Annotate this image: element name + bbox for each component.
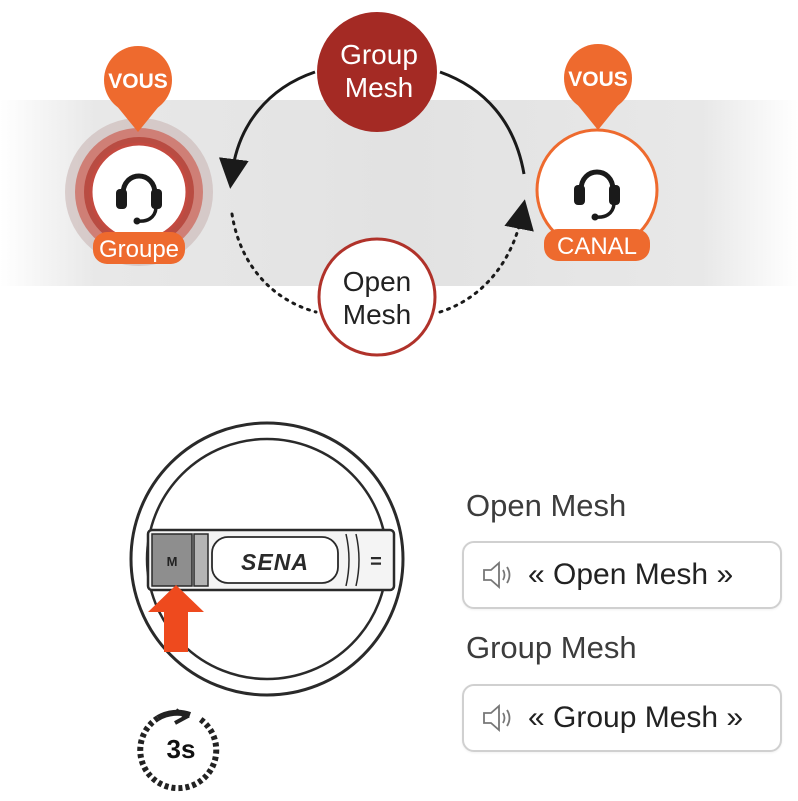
open-mesh-line1: Open — [343, 266, 412, 297]
left-rider-node: Groupe — [65, 118, 213, 266]
right-node-tag: CANAL — [557, 233, 637, 260]
speaker-icon — [483, 561, 511, 589]
group-mesh-arrow-right — [439, 70, 526, 175]
headset-icon — [116, 173, 162, 225]
mesh-button-label: M — [167, 554, 178, 569]
open-mesh-dotted-left — [230, 212, 318, 314]
open-mesh-node: Open Mesh — [317, 237, 437, 357]
group-mesh-voice-prompt: « Group Mesh » — [462, 684, 782, 752]
left-node-tag: Groupe — [99, 236, 179, 263]
group-mesh-node: Group Mesh — [317, 12, 437, 132]
group-mesh-line1: Group — [340, 39, 418, 70]
right-location-pin: VOUS — [564, 44, 632, 130]
open-mesh-prompt-text: « Open Mesh » — [528, 558, 734, 591]
left-pin-label: VOUS — [108, 70, 168, 93]
right-pin-label: VOUS — [568, 68, 628, 91]
hold-time-label: 3s — [167, 734, 196, 764]
intercom-device: M SENA = — [129, 421, 405, 697]
group-mesh-prompt-text: « Group Mesh » — [528, 701, 744, 734]
group-mesh-line2: Mesh — [345, 72, 413, 103]
menu-button-label: = — [370, 551, 382, 573]
right-rider-node: CANAL — [535, 128, 659, 261]
left-location-pin: VOUS — [104, 46, 172, 132]
group-mesh-arrow-left — [218, 70, 316, 189]
open-mesh-voice-prompt: « Open Mesh » — [462, 541, 782, 609]
group-mesh-heading: Group Mesh — [466, 630, 637, 665]
open-mesh-heading: Open Mesh — [466, 488, 627, 523]
brand-logo-text: SENA — [241, 549, 309, 575]
speaker-icon — [483, 704, 511, 732]
open-mesh-dotted-right — [438, 199, 534, 314]
arrow-up-icon — [148, 585, 204, 652]
open-mesh-line2: Mesh — [343, 299, 411, 330]
headset-icon — [574, 169, 620, 221]
timer-icon: 3s — [137, 708, 220, 792]
mesh-button[interactable]: M — [151, 533, 193, 587]
